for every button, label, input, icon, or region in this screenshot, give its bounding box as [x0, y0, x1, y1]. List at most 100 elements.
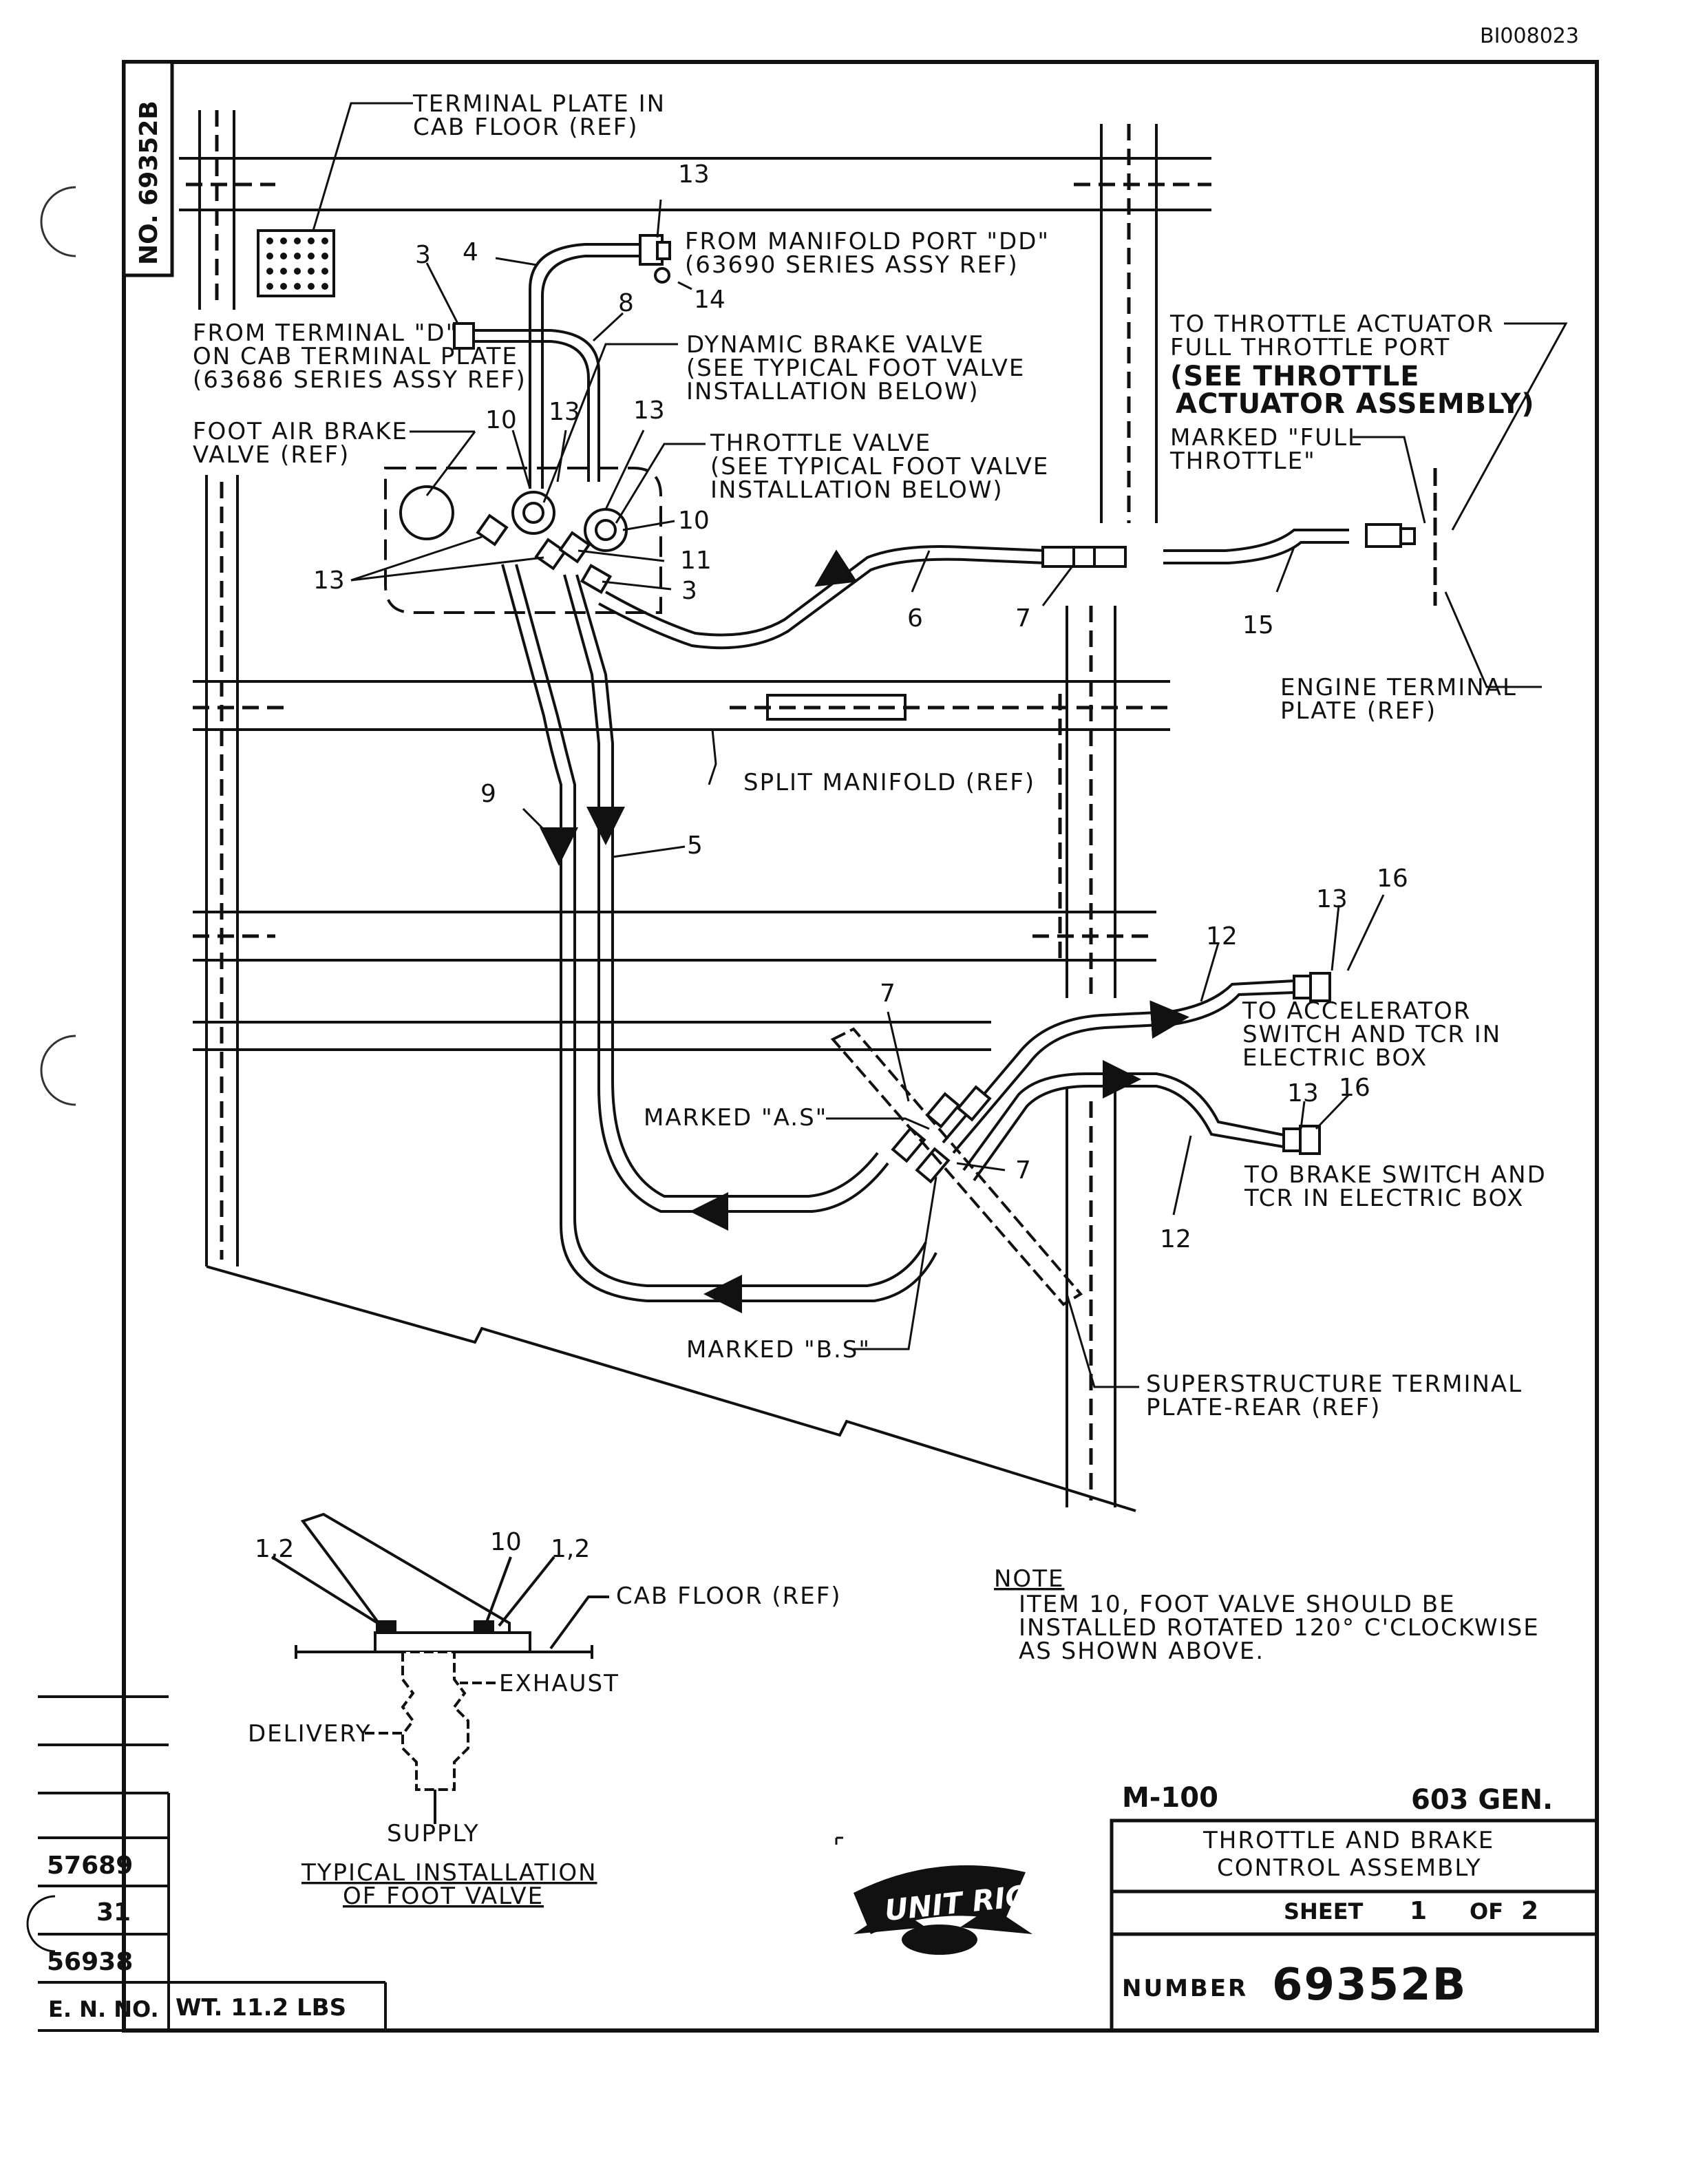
label-typical-install-2: OF FOOT VALVE	[343, 1883, 544, 1910]
fittings	[453, 234, 1416, 1184]
svg-text:(63686 SERIES ASSY REF): (63686 SERIES ASSY REF)	[193, 366, 527, 394]
callout-4: 4	[463, 238, 478, 266]
title-line-1: THROTTLE AND BRAKE	[1202, 1827, 1494, 1854]
leader-lines	[312, 102, 1568, 1388]
callout-13-right: 13	[633, 396, 665, 425]
svg-text:(63690 SERIES ASSY REF): (63690 SERIES ASSY REF)	[685, 251, 1019, 279]
of-label: OF	[1470, 1898, 1503, 1925]
callout-3-top: 3	[415, 241, 431, 269]
svg-text:DYNAMIC BRAKE VALVE: DYNAMIC BRAKE VALVE	[686, 331, 984, 359]
callout-7-low: 7	[1015, 1156, 1031, 1185]
label-exhaust: EXHAUST	[499, 1670, 619, 1697]
label-delivery: DELIVERY	[248, 1720, 372, 1748]
note-block: NOTE ITEM 10, FOOT VALVE SHOULD BE INSTA…	[994, 1565, 1540, 1665]
superstructure-plate	[830, 1027, 1083, 1306]
svg-text:(SEE TYPICAL FOOT VALVE: (SEE TYPICAL FOOT VALVE	[686, 354, 1025, 382]
label-from-terminal: FROM TERMINAL "D" ON CAB TERMINAL PLATE …	[193, 319, 527, 394]
label-see-throttle: (SEE THROTTLE ACTUATOR ASSEMBLY)	[1170, 361, 1534, 420]
svg-text:TERMINAL PLATE IN: TERMINAL PLATE IN	[412, 90, 666, 118]
callout-16-bs: 16	[1339, 1074, 1370, 1102]
frame-structure	[179, 110, 1211, 1512]
label-split-manifold: SPLIT MANIFOLD (REF)	[743, 769, 1035, 796]
sheet-number: 1	[1410, 1897, 1427, 1925]
revision-1: 57689	[47, 1852, 133, 1880]
label-foot-air-brake: FOOT AIR BRAKE VALVE (REF)	[193, 418, 408, 469]
callout-13-left: 13	[313, 566, 345, 595]
number-label: NUMBER	[1122, 1975, 1248, 2002]
svg-text:THROTTLE": THROTTLE"	[1169, 447, 1316, 475]
callout-10-foot: 10	[490, 1528, 522, 1556]
label-accelerator: TO ACCELERATOR SWITCH AND TCR IN ELECTRI…	[1242, 997, 1501, 1072]
label-brake-switch: TO BRAKE SWITCH AND TCR IN ELECTRIC BOX	[1244, 1161, 1547, 1212]
svg-text:TCR IN ELECTRIC BOX: TCR IN ELECTRIC BOX	[1244, 1185, 1524, 1212]
svg-text:FOOT AIR BRAKE: FOOT AIR BRAKE	[193, 418, 408, 445]
terminal-plate-dots	[266, 237, 328, 290]
punch-hole-top	[40, 186, 76, 257]
callout-3-mid: 3	[681, 577, 697, 605]
svg-text:MARKED "FULL: MARKED "FULL	[1170, 424, 1362, 452]
en-no-label: E. N. NO.	[48, 1996, 159, 2022]
callout-10-left: 10	[485, 406, 517, 434]
svg-text:INSTALLATION BELOW): INSTALLATION BELOW)	[710, 476, 1004, 504]
callout-14: 14	[694, 286, 725, 314]
note-title: NOTE	[994, 1565, 1064, 1593]
callout-1-2-right: 1,2	[551, 1535, 590, 1563]
label-from-manifold: FROM MANIFOLD PORT "DD" (63690 SERIES AS…	[685, 228, 1050, 279]
svg-text:ENGINE TERMINAL: ENGINE TERMINAL	[1280, 674, 1517, 701]
svg-text:SWITCH AND TCR IN: SWITCH AND TCR IN	[1242, 1021, 1501, 1048]
callout-12-bs: 12	[1160, 1225, 1191, 1253]
sheet-border	[122, 60, 1599, 2033]
svg-text:TO BRAKE SWITCH AND: TO BRAKE SWITCH AND	[1244, 1161, 1547, 1189]
document-id: BI008023	[1480, 24, 1579, 48]
label-throttle-valve: THROTTLE VALVE (SEE TYPICAL FOOT VALVE I…	[710, 430, 1049, 504]
svg-text:TO ACCELERATOR: TO ACCELERATOR	[1242, 997, 1471, 1025]
label-typical-install-1: TYPICAL INSTALLATION	[301, 1859, 597, 1887]
note-line-3: AS SHOWN ABOVE.	[1019, 1637, 1264, 1665]
callout-13-top: 13	[678, 160, 710, 189]
weight-label: WT. 11.2 LBS	[176, 1994, 346, 2022]
foot-valve-labels: 1,2 10 1,2 CAB FLOOR (REF) EXHAUST DELIV…	[248, 1528, 842, 1910]
label-marked-as: MARKED "A.S"	[644, 1104, 827, 1132]
flow-arrows	[540, 549, 1189, 1313]
unit-rig-logo: UNIT RIG	[835, 1836, 1032, 1955]
svg-text:TO THROTTLE ACTUATOR: TO THROTTLE ACTUATOR	[1169, 310, 1494, 338]
revision-3: 56938	[47, 1948, 133, 1976]
svg-text:FROM MANIFOLD PORT "DD": FROM MANIFOLD PORT "DD"	[685, 228, 1050, 255]
svg-text:PLATE (REF): PLATE (REF)	[1280, 697, 1437, 725]
sheet-total: 2	[1521, 1897, 1538, 1925]
callout-15: 15	[1242, 611, 1274, 639]
foot-valve-detail	[271, 1512, 609, 1824]
svg-text:VALVE (REF): VALVE (REF)	[193, 441, 350, 469]
svg-text:CAB FLOOR (REF): CAB FLOOR (REF)	[413, 114, 639, 141]
svg-text:(SEE THROTTLE: (SEE THROTTLE	[1170, 361, 1420, 392]
punch-hole-bottom	[40, 1035, 76, 1106]
svg-text:FROM TERMINAL "D": FROM TERMINAL "D"	[193, 319, 458, 347]
callout-13-acc: 13	[1316, 885, 1348, 913]
callout-13-bs: 13	[1287, 1079, 1319, 1107]
gen-label: 603 GEN.	[1411, 1784, 1553, 1816]
model-label: M-100	[1122, 1782, 1218, 1814]
svg-text:(SEE TYPICAL FOOT VALVE: (SEE TYPICAL FOOT VALVE	[710, 453, 1049, 480]
svg-text:INSTALLATION BELOW): INSTALLATION BELOW)	[686, 378, 979, 405]
callout-1-2-left: 1,2	[255, 1535, 294, 1563]
revision-2: 31	[96, 1898, 131, 1927]
callout-13-mid: 13	[549, 398, 580, 426]
callout-12-acc: 12	[1206, 922, 1238, 951]
note-line-1: ITEM 10, FOOT VALVE SHOULD BE	[1019, 1591, 1456, 1618]
drawing-number: 69352B	[1272, 1960, 1467, 2011]
label-terminal-plate-cab: TERMINAL PLATE IN CAB FLOOR (REF)	[412, 90, 666, 141]
label-cab-floor: CAB FLOOR (REF)	[616, 1582, 842, 1610]
label-throttle-actuator: TO THROTTLE ACTUATOR FULL THROTTLE PORT	[1169, 310, 1494, 361]
centerlines	[186, 110, 1211, 1501]
label-supply: SUPPLY	[387, 1820, 480, 1847]
note-line-2: INSTALLED ROTATED 120° C'CLOCKWISE	[1019, 1614, 1540, 1642]
hoses	[465, 243, 1349, 1302]
label-dynamic-brake: DYNAMIC BRAKE VALVE (SEE TYPICAL FOOT VA…	[686, 331, 1025, 405]
side-tab	[122, 60, 174, 277]
callout-7-top: 7	[1015, 604, 1031, 633]
callout-9: 9	[480, 780, 496, 808]
svg-text:SUPERSTRUCTURE TERMINAL: SUPERSTRUCTURE TERMINAL	[1146, 1370, 1523, 1398]
label-marked-bs: MARKED "B.S"	[686, 1336, 871, 1364]
